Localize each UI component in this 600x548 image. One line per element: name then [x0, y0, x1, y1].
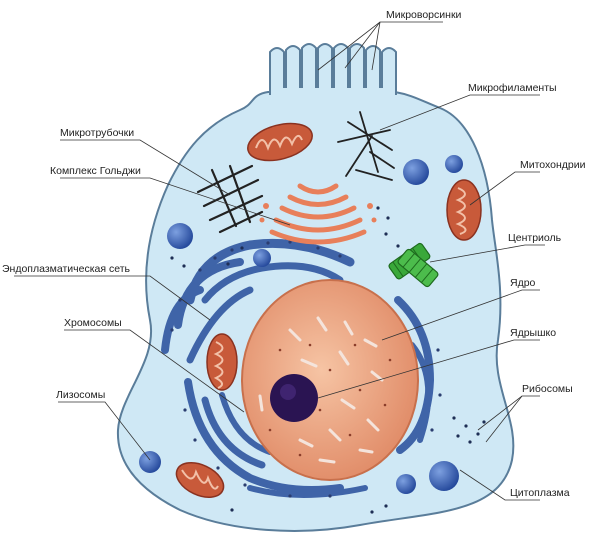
label-nucleolus: Ядрышко — [510, 327, 556, 339]
label-er: Эндоплазматическая сеть — [2, 263, 131, 275]
golgi-vesicles — [259, 203, 377, 223]
label-golgi: Комплекс Гольджи — [50, 165, 141, 177]
label-mitochondria: Митохондрии — [520, 159, 586, 171]
mitochondrion-top — [247, 122, 313, 162]
label-chromosomes: Хромосомы — [64, 317, 122, 329]
leader-lines — [14, 21, 545, 501]
label-microfilaments: Микрофиламенты — [468, 82, 557, 94]
microfilaments — [337, 111, 395, 181]
mitochondrion-bottom — [175, 462, 225, 498]
label-nucleus: Ядро — [510, 277, 536, 289]
label-microvilli: Микроворсинки — [386, 9, 462, 21]
golgi-apparatus — [269, 183, 367, 245]
microvilli — [269, 43, 397, 95]
microtubules — [196, 164, 264, 234]
mitochondrion-left — [206, 333, 238, 391]
label-microtubules: Микротрубочки — [60, 127, 134, 139]
labels: Микроворсинки Микрофиламенты Микротрубоч… — [2, 9, 586, 499]
label-cytoplasm: Цитоплазма — [510, 487, 570, 499]
er-ribosomes — [170, 240, 442, 498]
chromosomes — [258, 316, 384, 464]
nucleolus — [270, 374, 318, 422]
lysosomes — [139, 155, 463, 494]
label-ribosomes: Рибосомы — [522, 383, 573, 395]
mitochondrion-right — [446, 179, 482, 241]
label-centriole: Центриоль — [508, 232, 562, 244]
free-ribosomes — [170, 206, 486, 514]
nucleus — [241, 279, 419, 481]
centriole — [388, 242, 439, 288]
label-lysosomes: Лизосомы — [56, 389, 105, 401]
